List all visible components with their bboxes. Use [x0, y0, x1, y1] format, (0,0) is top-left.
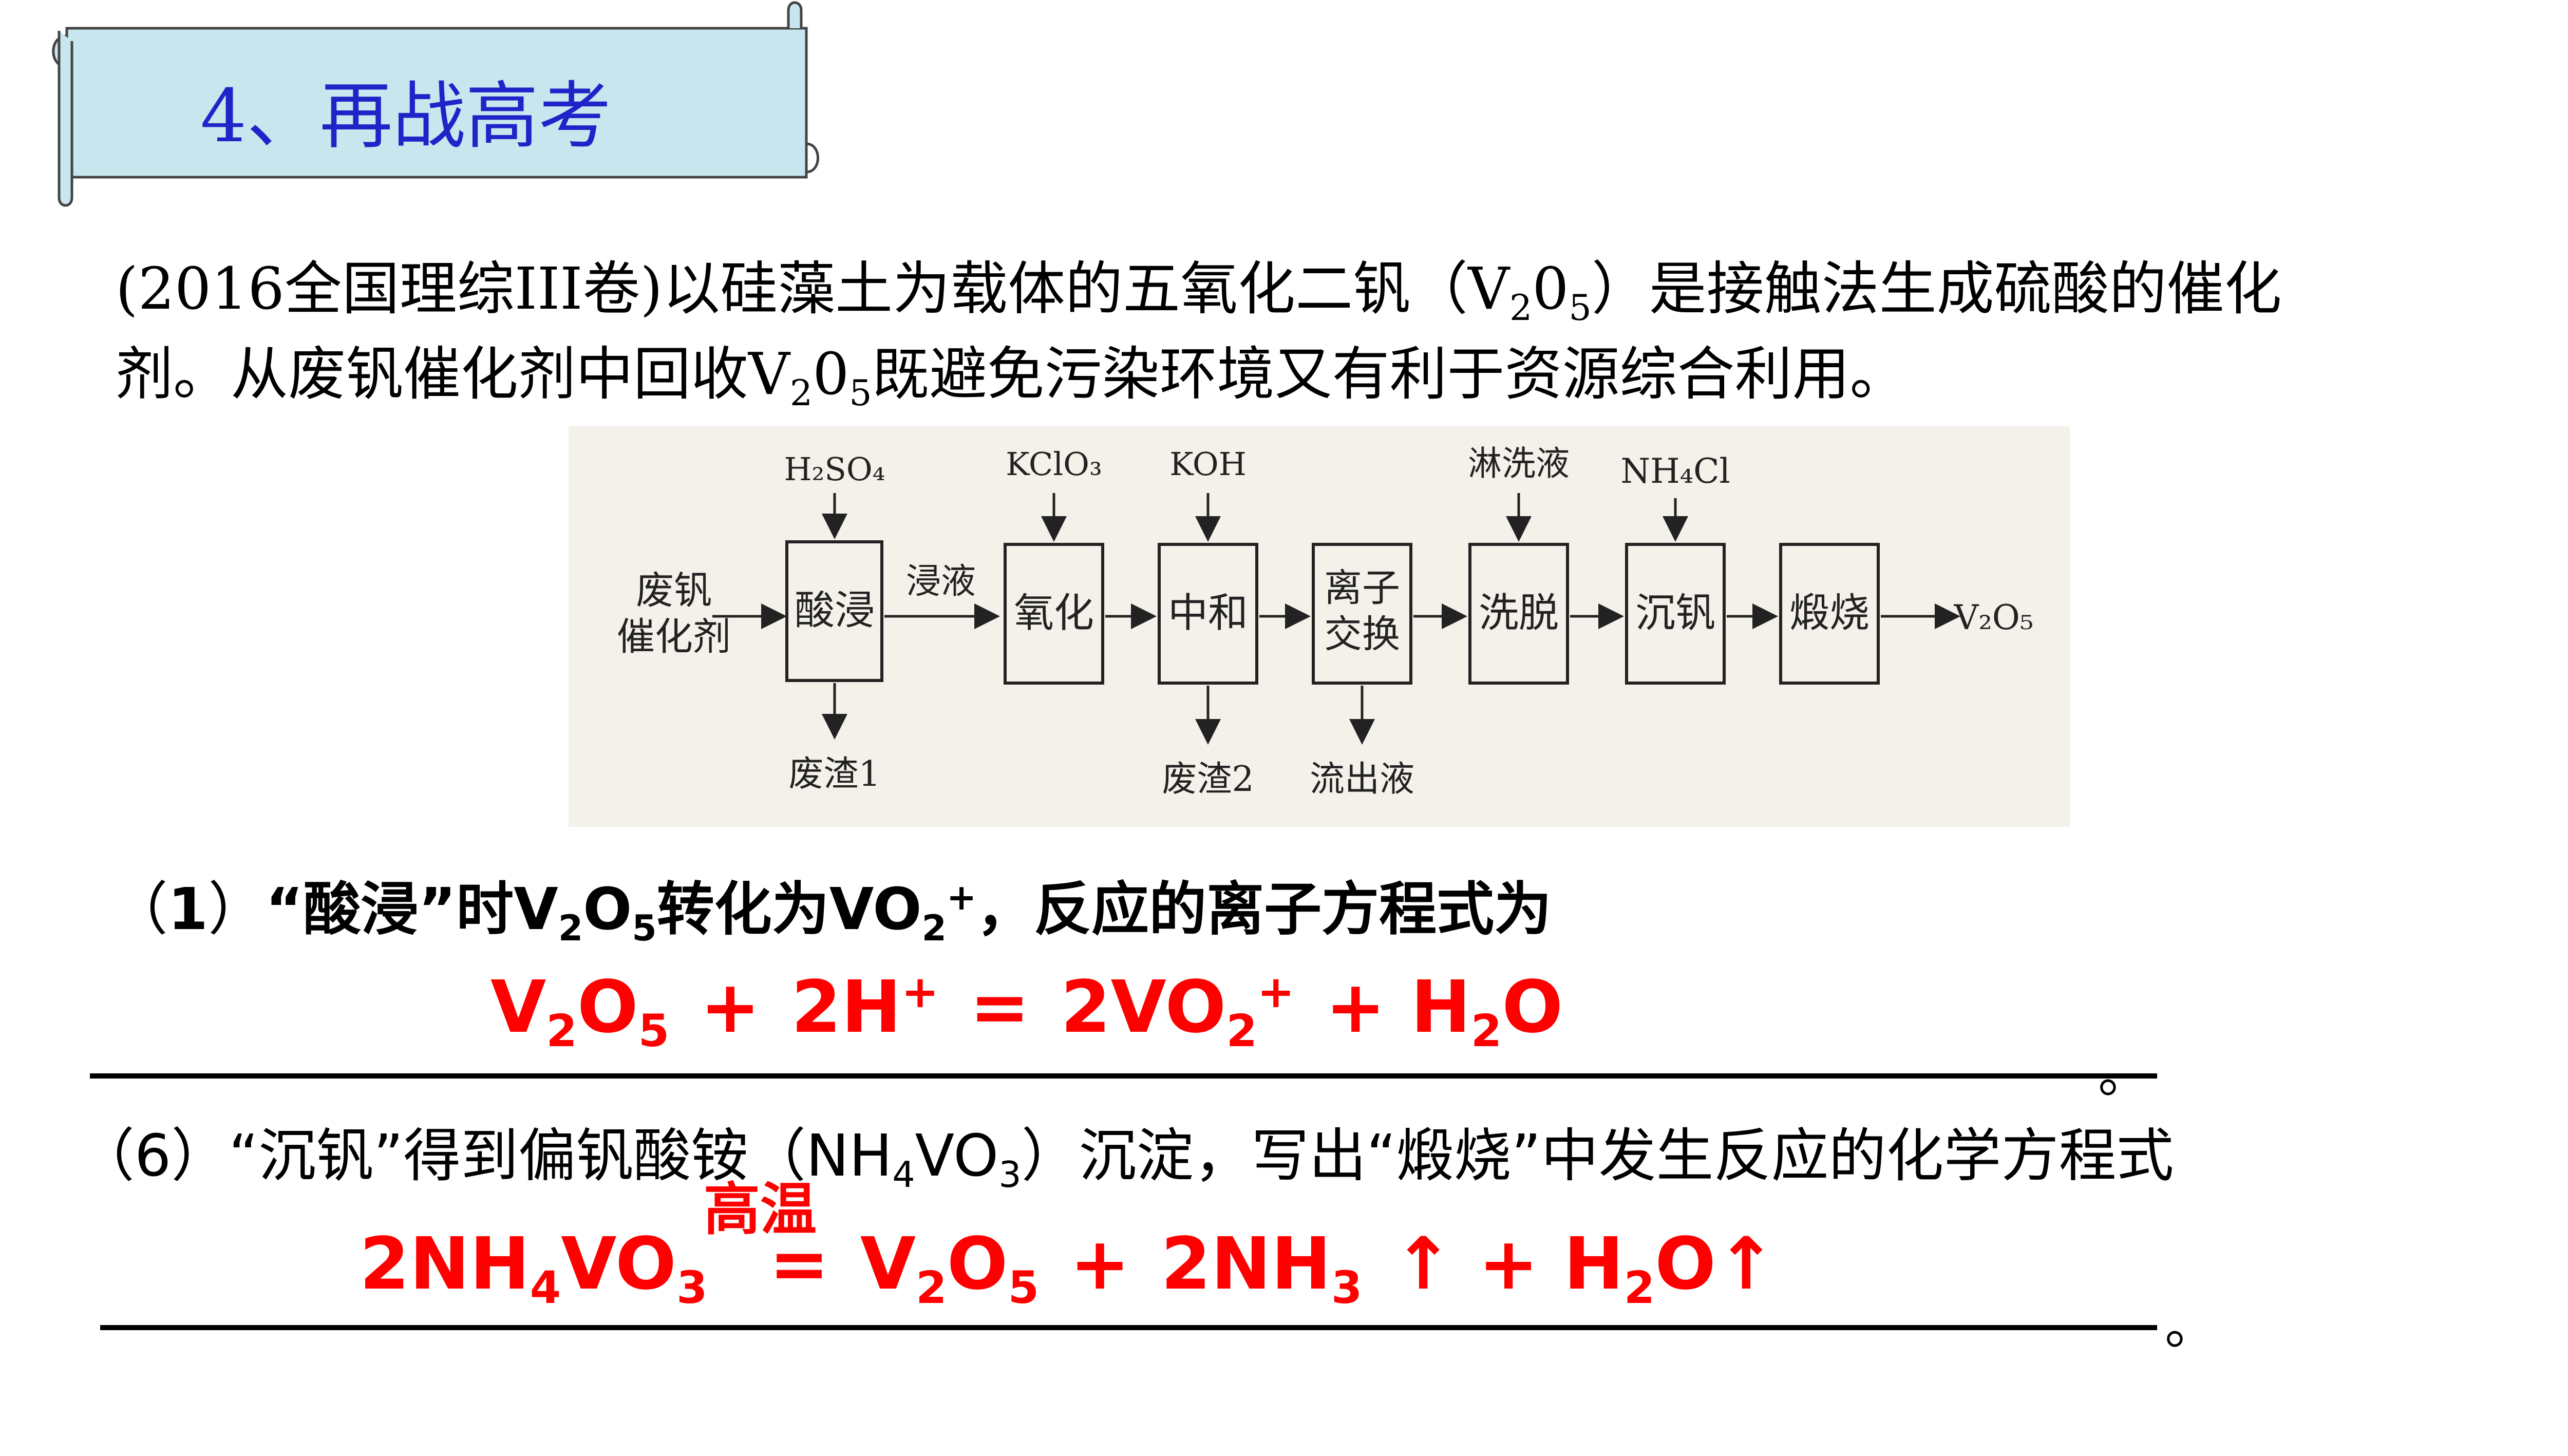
step-box-precipitate [1625, 543, 1726, 685]
input-label-2: 催化剂 [617, 615, 731, 659]
leachate-label: 浸液 [906, 561, 976, 602]
eq-text: VO [561, 1222, 677, 1306]
superscript: + [946, 877, 977, 918]
eq-text: 2VO [1061, 966, 1226, 1049]
step-elute: 洗脱 [1479, 590, 1559, 636]
subscript: 2 [546, 1005, 577, 1057]
period-1: 。 [2098, 1044, 2149, 1104]
subscript: 5 [632, 908, 657, 950]
eq-text: ↑ + H [1393, 1222, 1624, 1306]
subscript: 2 [1226, 1005, 1257, 1057]
subscript: 3 [676, 1261, 708, 1314]
eq-text: 2H [791, 966, 902, 1049]
page-title: 4、再战高考 [200, 74, 612, 159]
question-text: 转化为VO [656, 876, 922, 943]
subscript: 2 [916, 1261, 947, 1314]
step-box-acid-leach [785, 540, 883, 682]
output-residue1: 废渣1 [788, 754, 880, 795]
reagent-nh4cl: NH₄Cl [1620, 451, 1730, 491]
intro-line-1: (2016全国理综III卷)以硅藻土为载体的五氧化二钒（V205）是接触法生成硫… [116, 247, 2568, 332]
output-effluent: 流出液 [1310, 759, 1414, 800]
eq-equals: = [969, 966, 1030, 1049]
scroll-banner-shape [52, 1, 819, 207]
step-neutralize: 中和 [1168, 590, 1248, 636]
step-box-oxidize [1004, 543, 1104, 685]
step-ion-exchange-1: 离子 [1324, 566, 1400, 610]
subscript: 5 [638, 1005, 670, 1057]
superscript: + [901, 966, 939, 1018]
eq-plus: + [1069, 1222, 1130, 1306]
output-product: V₂O₅ [1954, 598, 2034, 637]
title-banner: 4、再战高考 [0, 0, 832, 216]
subscript: 5 [1569, 288, 1592, 329]
step-box-neutralize [1158, 543, 1258, 685]
step-box-calcine [1779, 543, 1880, 685]
reagent-koh: KOH [1169, 445, 1247, 483]
intro-text: 剂。从废钒催化剂中回收V [116, 341, 790, 408]
intro-text: (2016全国理综III卷)以硅藻土为载体的五氧化二钒（V [116, 256, 1510, 323]
input-label-1: 废钒 [636, 569, 712, 613]
step-ion-exchange-2: 交换 [1324, 612, 1400, 656]
question-text: ，反应的离子方程式为 [976, 876, 1552, 943]
subscript: 3 [998, 1155, 1022, 1196]
intro-text: 0 [1532, 256, 1569, 323]
subscript: 5 [1008, 1261, 1039, 1314]
intro-line-2: 剂。从废钒催化剂中回收V205既避免污染环境又有利于资源综合利用。 [116, 332, 2568, 417]
paren: （ [110, 876, 168, 943]
eq-text: O [577, 966, 638, 1049]
subscript: 2 [789, 373, 813, 414]
subscript: 5 [849, 373, 872, 414]
step-box-ion-exchange [1312, 543, 1412, 685]
process-flowchart: 废钒 催化剂 H₂SO₄ 酸浸 废渣1 浸液 KClO₃ 氧化 KOH 中和 [569, 426, 2070, 827]
step-precipitate: 沉钒 [1635, 590, 1715, 636]
intro-paragraph: (2016全国理综III卷)以硅藻土为载体的五氧化二钒（V205）是接触法生成硫… [116, 247, 2568, 417]
answer-line-1 [90, 1073, 2157, 1079]
subscript: 2 [1509, 288, 1533, 329]
question-text: （6）“沉钒”得到偏钒酸铵（NH [77, 1123, 893, 1189]
step-acid-leach: 酸浸 [795, 588, 875, 634]
subscript: 2 [558, 908, 583, 950]
eq-text: O [947, 1222, 1008, 1306]
step-box-elute [1468, 543, 1569, 685]
question-1: （1）“酸浸”时V2O5转化为VO2+，反应的离子方程式为 [110, 863, 1552, 950]
question-number: 1 [168, 876, 208, 943]
period-2: 。 [2165, 1296, 2216, 1356]
question-text: O [583, 876, 632, 943]
flowchart-svg: 废钒 催化剂 H₂SO₄ 酸浸 废渣1 浸液 KClO₃ 氧化 KOH 中和 [617, 444, 2034, 800]
subscript: 4 [892, 1155, 915, 1196]
eq-text: V [860, 1222, 916, 1306]
intro-text: 既避免污染环境又有利于资源综合利用。 [872, 341, 1908, 408]
eq-text: V [490, 966, 546, 1049]
output-residue2: 废渣2 [1162, 759, 1254, 800]
question-text: “酸浸”时V [265, 876, 558, 943]
eq-text: O↑ [1655, 1222, 1777, 1306]
superscript: + [1257, 966, 1295, 1018]
reagent-kclo3: KClO₃ [1006, 445, 1102, 483]
subscript: 4 [530, 1261, 561, 1314]
eq-text: O [1502, 966, 1563, 1049]
question-text: ）沉淀，写出“煅烧”中发生反应的化学方程式 [1021, 1123, 2174, 1189]
question-text: VO [915, 1123, 999, 1189]
eq-text: 2NH [360, 1222, 530, 1306]
answer-line-2 [100, 1325, 2157, 1330]
question-6: （6）“沉钒”得到偏钒酸铵（NH4VO3）沉淀，写出“煅烧”中发生反应的化学方程… [77, 1109, 2174, 1196]
reaction-condition: 高温 [704, 1177, 817, 1242]
subscript: 2 [1623, 1261, 1655, 1314]
intro-text: 0 [813, 341, 849, 408]
subscript: 2 [921, 908, 947, 950]
answer-1-equation: V2O5+2H+=2VO2++ H2O [490, 966, 1563, 1057]
reagent-h2so4: H₂SO₄ [784, 450, 885, 488]
eq-plus: + [700, 966, 761, 1049]
reagent-wash: 淋洗液 [1468, 444, 1570, 483]
answer-6-equation: 2NH4VO3=V2O5+2NH3↑ + H2O↑ [360, 1222, 1777, 1314]
subscript: 3 [1331, 1261, 1363, 1314]
eq-text: 2NH [1161, 1222, 1332, 1306]
step-calcine: 煅烧 [1789, 590, 1870, 636]
intro-text: ）是接触法生成硫酸的催化 [1591, 256, 2282, 323]
step-oxidize: 氧化 [1014, 590, 1094, 636]
paren: ） [207, 876, 266, 943]
subscript: 2 [1470, 1005, 1502, 1057]
eq-text: + H [1325, 966, 1471, 1049]
eq-equals: = [769, 1222, 829, 1306]
